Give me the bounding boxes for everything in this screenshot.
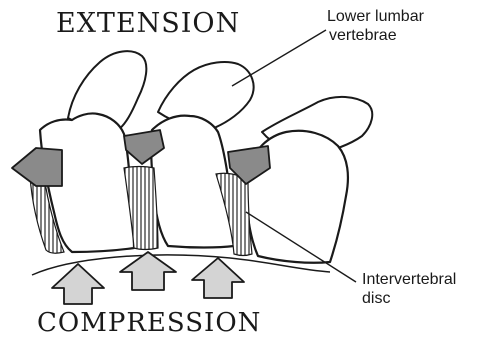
compression-arrows bbox=[52, 252, 244, 304]
intervertebral-disc-label: Intervertebral disc bbox=[362, 270, 456, 308]
vertebral-bodies bbox=[40, 113, 348, 262]
vertebrae-label-line-2: vertebrae bbox=[327, 26, 424, 45]
extension-heading: EXTENSION bbox=[56, 10, 240, 37]
compression-arrow-3 bbox=[192, 258, 244, 298]
disc-label-line-2: disc bbox=[362, 289, 456, 308]
compression-heading: COMPRESSION bbox=[37, 310, 261, 336]
lower-lumbar-vertebrae-label: Lower lumbar vertebrae bbox=[327, 7, 424, 45]
compression-arrow-2 bbox=[120, 252, 176, 290]
compression-arrow-1 bbox=[52, 264, 104, 304]
leader-vertebrae bbox=[232, 30, 326, 86]
vertebrae-label-line-1: Lower lumbar bbox=[327, 7, 424, 26]
disc-label-line-1: Intervertebral bbox=[362, 270, 456, 289]
extension-arrow-1 bbox=[12, 148, 62, 186]
